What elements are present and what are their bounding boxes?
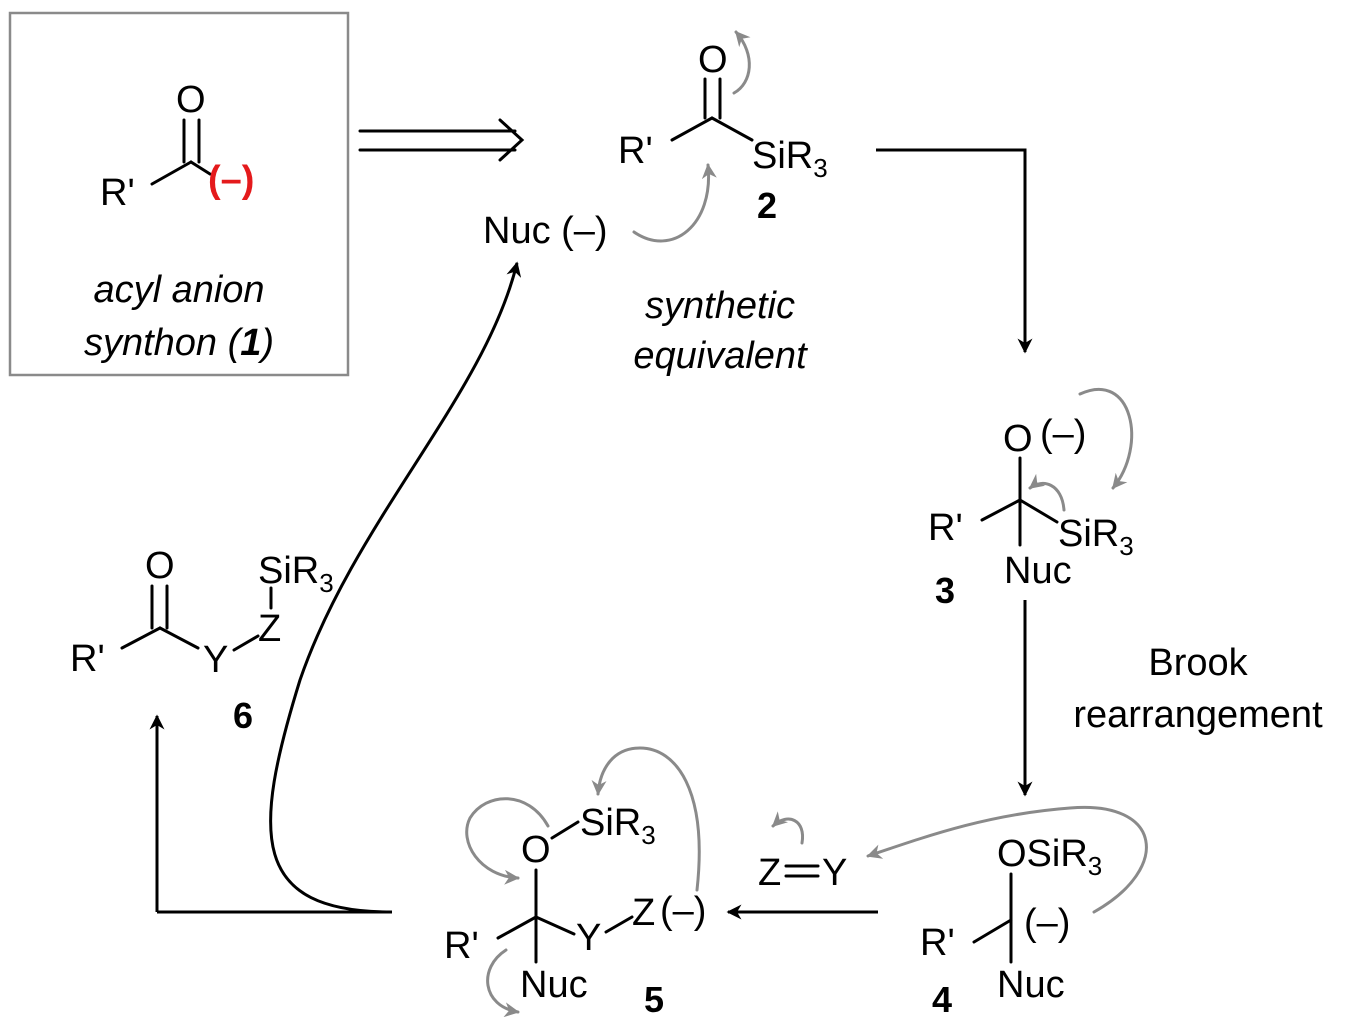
electrophile-y: Y <box>822 852 847 894</box>
synthon-box-frame <box>8 11 350 377</box>
branch-arrows <box>149 261 522 914</box>
compound-5-number: 5 <box>644 979 664 1019</box>
synthon-label-line2: synthon (1) <box>84 322 274 364</box>
arrow-2-to-3 <box>876 148 1033 354</box>
compound-4: OSiR3 (–) R' Nuc 4 <box>866 805 1148 1019</box>
compound-3-number: 3 <box>935 570 955 611</box>
compound-4-curved-arrow-attack <box>866 805 1148 914</box>
synthon-charge: (–) <box>208 159 254 201</box>
brook-line1: Brook <box>1148 642 1248 684</box>
compound-5-y: Y <box>576 917 601 959</box>
equivalent-line2: equivalent <box>633 335 808 377</box>
compound-5-oxygen: O <box>521 829 551 871</box>
compound-5: O SiR3 R' Y Z (–) Nuc 5 <box>444 746 706 1019</box>
compound-2-r-group: R' <box>618 130 653 172</box>
equivalent-line1: synthetic <box>645 285 795 327</box>
compound-5-nuc: Nuc <box>520 964 588 1006</box>
compound-5-z: Z <box>632 892 655 934</box>
compound-5-curved-arrow-z-si <box>591 746 701 892</box>
compound-3-charge: (–) <box>1040 413 1086 455</box>
compound-6-number: 6 <box>233 695 253 736</box>
compound-2-number: 2 <box>757 185 777 226</box>
compound-4-nuc: Nuc <box>997 964 1065 1006</box>
compound-3-nuc: Nuc <box>1004 550 1072 592</box>
compound-4-r-group: R' <box>920 922 955 964</box>
compound-4-number: 4 <box>932 979 952 1019</box>
compound-3-oxygen: O <box>1003 418 1033 460</box>
compound-3: O (–) R' SiR3 Nuc 3 <box>928 387 1134 611</box>
compound-6-y: Y <box>203 639 228 681</box>
compound-2-silyl: SiR3 <box>752 135 828 183</box>
synthon-oxygen: O <box>176 79 206 121</box>
compound-4-charge: (–) <box>1024 902 1070 944</box>
compound-3-silyl: SiR3 <box>1058 513 1134 561</box>
retrosynthesis-arrow <box>358 118 525 162</box>
compound-2-oxygen: O <box>698 39 728 81</box>
compound-5-curved-arrow-nuc <box>486 948 520 1018</box>
compound-5-silyl: SiR3 <box>580 802 656 850</box>
synthon-label-line1: acyl anion <box>93 269 264 311</box>
synthon-bond-charge <box>189 160 212 176</box>
compound-6-r-group: R' <box>70 638 105 680</box>
nucleophile-attack-arrow <box>632 163 717 243</box>
compound-6-z: Z <box>258 608 281 650</box>
synthon-bond-r <box>150 160 193 186</box>
electrophile: Z Y <box>758 811 847 894</box>
electrophile-curved-arrow <box>771 811 805 845</box>
compound-3-curved-arrow-o-si <box>1078 387 1134 490</box>
synthon-r-group: R' <box>100 172 135 214</box>
compound-3-curved-arrow-c-si <box>1028 473 1066 512</box>
compound-5-curved-arrow-o-si <box>465 797 550 885</box>
synthon-box: O R' (–) acyl anion synthon (1) <box>8 11 350 377</box>
compound-2-curved-arrow-co <box>732 30 751 95</box>
arrow-5-regenerate-nucleophile <box>269 261 522 914</box>
compound-6-oxygen: O <box>145 545 175 587</box>
compound-2: O R' SiR3 2 <box>618 30 828 226</box>
compound-6-silyl: SiR3 <box>258 550 334 598</box>
brook-line2: rearrangement <box>1073 694 1323 736</box>
compound-5-charge: (–) <box>660 890 706 932</box>
compound-4-osilyl: OSiR3 <box>997 833 1102 881</box>
compound-3-r-group: R' <box>928 507 963 549</box>
compound-5-r-group: R' <box>444 925 479 967</box>
nucleophile-label: Nuc (–) <box>483 210 608 252</box>
compound-6: O R' Y Z SiR3 6 <box>70 545 334 736</box>
electrophile-z: Z <box>758 852 781 894</box>
